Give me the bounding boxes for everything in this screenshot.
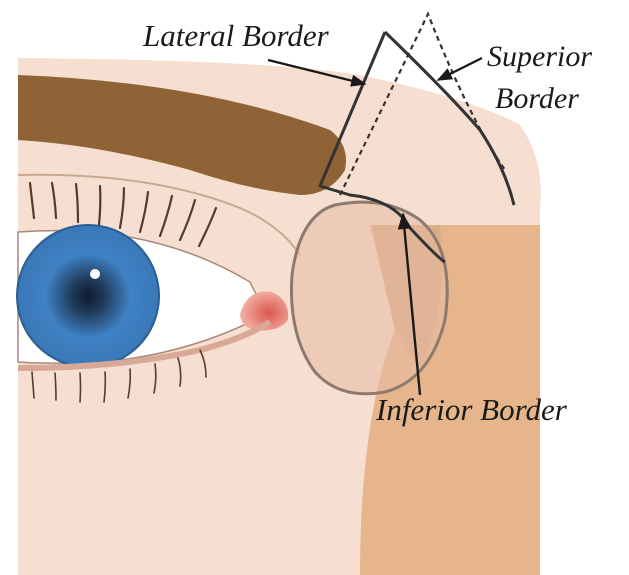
orbital-oval [291,202,447,394]
iris [17,225,159,367]
superior-border-label-line2: Border [495,82,579,115]
superior-border-label-line1: Superior [487,40,592,73]
lateral-border-label: Lateral Border [142,18,330,53]
pupil-highlight [90,269,100,279]
superior-arrow-icon [438,58,482,80]
inferior-border-label: Inferior Border [375,392,568,427]
